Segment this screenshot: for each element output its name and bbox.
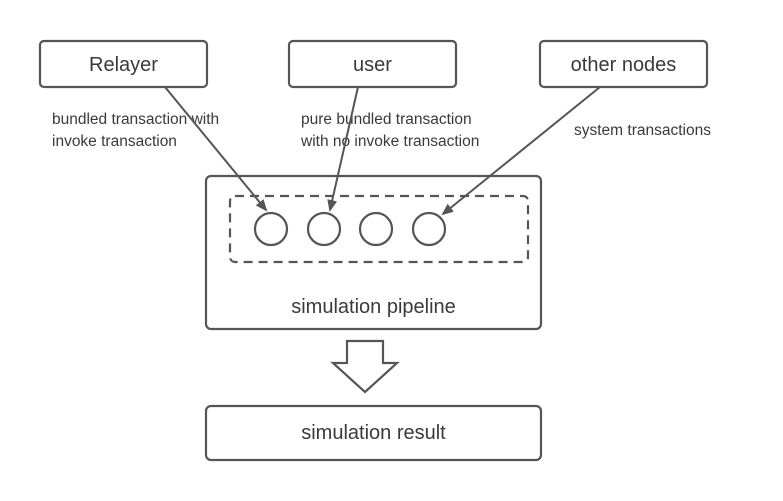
relayer-edge-label: bundled transaction with invoke transact… (52, 111, 223, 150)
relayer-edge-label-line-2: invoke transaction (52, 133, 177, 150)
relayer-label: Relayer (89, 54, 158, 76)
other-nodes-arrow (441, 86, 601, 216)
down-arrow-icon (330, 339, 400, 394)
other-nodes-label: other nodes (571, 54, 677, 76)
simulation-pipeline-label: simulation pipeline (291, 296, 456, 318)
queue-slot-4 (411, 211, 447, 247)
other-nodes-node: other nodes (538, 39, 709, 89)
relayer-edge-label-line-1: bundled transaction with (52, 111, 219, 128)
queue-slot-1 (253, 211, 289, 247)
simulation-result-node: simulation result (204, 404, 543, 462)
queue-slot-2 (306, 211, 342, 247)
simulation-pipeline-node: simulation pipeline (204, 174, 543, 331)
user-node: user (287, 39, 458, 89)
relayer-node: Relayer (38, 39, 209, 89)
queue-slot-3 (358, 211, 394, 247)
other-nodes-edge-label: system transactions (574, 122, 711, 139)
user-edge-label: pure bundled transaction with no invoke … (300, 111, 479, 150)
user-edge-label-line-1: pure bundled transaction (301, 111, 472, 128)
simulation-result-label: simulation result (301, 422, 446, 444)
user-edge-label-line-2: with no invoke transaction (300, 133, 479, 150)
user-label: user (353, 54, 392, 76)
user-arrow (327, 86, 359, 212)
pipeline-queue (228, 194, 530, 264)
other-nodes-edge-label-line-1: system transactions (574, 122, 711, 139)
relayer-arrow (164, 86, 268, 212)
